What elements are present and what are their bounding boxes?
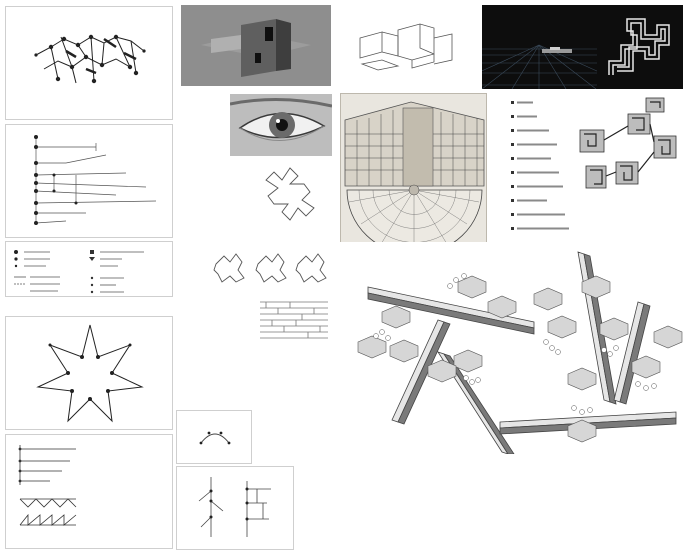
tiled-cluster [576,96,682,200]
branch-diagram [177,467,295,551]
network-sketch-panel [5,6,173,120]
small-arc [177,411,253,465]
panopticon-drawing [341,94,488,260]
maze-pattern [256,296,332,346]
tree-hierarchy [6,125,174,239]
branch-diagram-panel [176,466,294,550]
annotated-list-panel [507,95,579,235]
wire-cubes-drawing [342,8,470,82]
dark-grid-render [482,5,597,89]
legend-symbols [6,242,174,298]
wire-cubes [342,8,470,82]
panopticon-engraving [340,93,487,259]
legend-panel [5,241,173,297]
bracket-patterns [6,435,174,550]
eye-photo [230,94,332,156]
pinwheel [252,162,328,232]
perspective-grid [482,5,597,89]
bracket-patterns-panel [5,434,173,549]
tiled-cluster-diagram [576,96,682,200]
circuit-maze-render [597,5,683,89]
small-arc-panel [176,410,252,464]
gray-cubes-render [181,5,331,86]
rail-cluster [338,242,684,454]
tree-hierarchy-panel [5,124,173,238]
cube-extrusion [181,5,331,86]
eye-image [230,94,332,156]
circuit-maze [597,5,683,89]
puzzle-pieces [210,248,332,288]
list-marks [507,95,579,235]
pinwheel-tessellation [252,162,328,232]
rail-cluster-isometric [338,242,684,454]
network-sketch [6,7,174,121]
star-polygon-panel [5,316,173,430]
star-polygon [6,317,174,431]
puzzle-shapes [210,248,332,288]
maze-lines [256,296,332,346]
